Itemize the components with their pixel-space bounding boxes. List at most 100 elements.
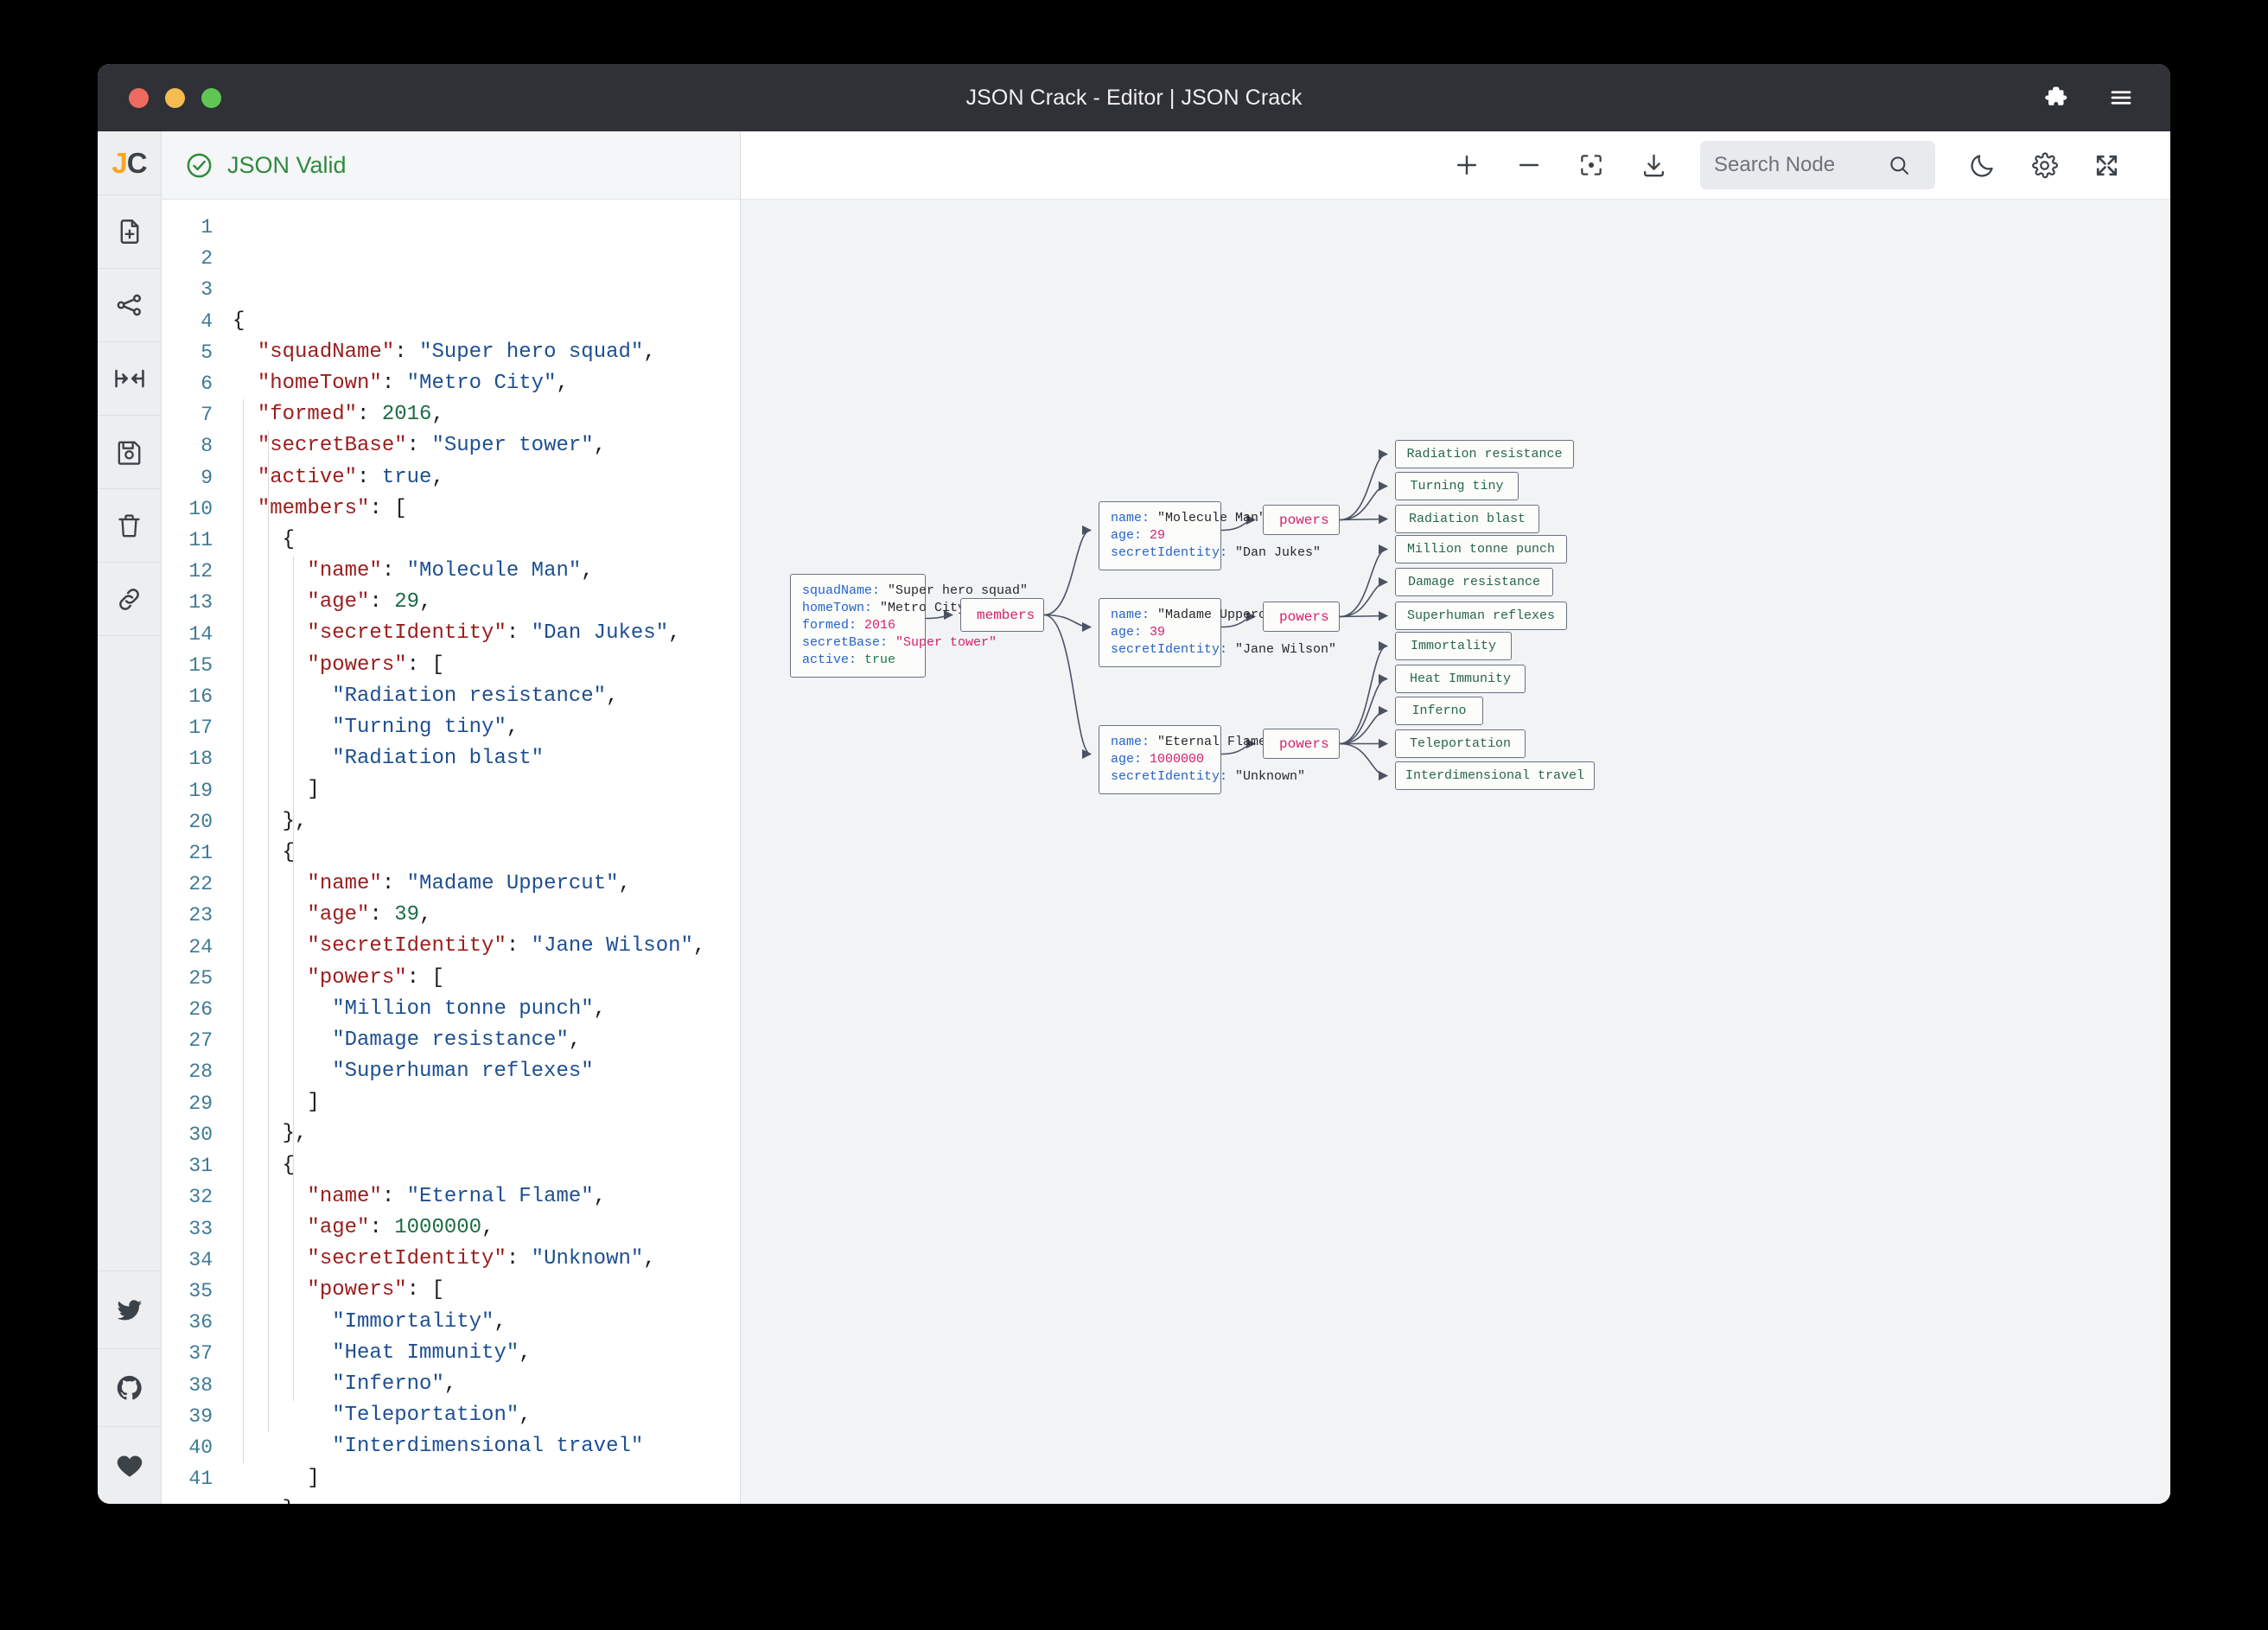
collapse-arrows-icon[interactable] bbox=[98, 342, 162, 416]
link-icon[interactable] bbox=[98, 563, 162, 636]
code-line[interactable]: "Radiation blast" bbox=[233, 743, 740, 774]
trash-icon[interactable] bbox=[98, 489, 162, 563]
graph-leaf-node[interactable]: Immortality bbox=[1395, 632, 1512, 660]
zoom-in-icon[interactable] bbox=[1436, 139, 1498, 191]
save-icon[interactable] bbox=[98, 416, 162, 489]
fullscreen-icon[interactable] bbox=[2075, 139, 2137, 191]
code-token: "Teleportation" bbox=[332, 1404, 519, 1428]
code-line[interactable]: "Interdimensional travel" bbox=[233, 1431, 740, 1462]
maximize-button[interactable] bbox=[201, 87, 221, 108]
code-line[interactable]: "homeTown": "Metro City", bbox=[233, 368, 740, 399]
code-token: "Jane Wilson" bbox=[531, 934, 693, 958]
hamburger-menu-icon[interactable] bbox=[2108, 85, 2134, 111]
code-line[interactable]: "age": 1000000, bbox=[233, 1213, 740, 1244]
graph-node-row: squadName: "Super hero squad" bbox=[802, 583, 1028, 600]
graph-leaf-node[interactable]: Radiation resistance bbox=[1395, 440, 1574, 468]
code-token: , bbox=[692, 934, 706, 958]
twitter-icon[interactable] bbox=[98, 1270, 162, 1348]
graph-members-node[interactable]: members bbox=[960, 598, 1044, 632]
graph-node-value: 2016 bbox=[864, 618, 896, 633]
graph-canvas[interactable]: squadName: "Super hero squad"homeTown: "… bbox=[741, 200, 2170, 1504]
code-line[interactable]: "powers": [ bbox=[233, 650, 740, 681]
code-token bbox=[233, 1060, 332, 1083]
close-button[interactable] bbox=[129, 87, 149, 108]
search-input[interactable] bbox=[1714, 153, 1887, 177]
code-line[interactable]: { bbox=[233, 306, 740, 337]
code-line[interactable]: "squadName": "Super hero squad", bbox=[233, 337, 740, 368]
search-icon[interactable] bbox=[1887, 153, 1911, 177]
code-line[interactable]: "Teleportation", bbox=[233, 1400, 740, 1431]
graph-leaf-node[interactable]: Radiation blast bbox=[1395, 505, 1539, 533]
graph-leaf-node[interactable]: Damage resistance bbox=[1395, 568, 1553, 596]
code-line[interactable]: "Superhuman reflexes" bbox=[233, 1056, 740, 1087]
code-line[interactable]: }, bbox=[233, 806, 740, 837]
code-line[interactable]: "Turning tiny", bbox=[233, 712, 740, 743]
graph-leaf-node[interactable]: Superhuman reflexes bbox=[1395, 602, 1567, 630]
code-line[interactable]: "age": 29, bbox=[233, 587, 740, 618]
graph-leaf-node[interactable]: Turning tiny bbox=[1395, 472, 1519, 500]
code-line[interactable]: "members": [ bbox=[233, 493, 740, 525]
zoom-out-icon[interactable] bbox=[1498, 139, 1560, 191]
new-file-icon[interactable] bbox=[98, 195, 162, 269]
code-line[interactable]: "powers": [ bbox=[233, 1275, 740, 1306]
code-line[interactable]: "active": true, bbox=[233, 462, 740, 493]
graph-node-value: 1000000 bbox=[1150, 752, 1205, 767]
minimize-button[interactable] bbox=[165, 87, 185, 108]
code-line[interactable]: "name": "Molecule Man", bbox=[233, 556, 740, 587]
graph-powers-node[interactable]: powers bbox=[1263, 602, 1340, 632]
graph-powers-node[interactable]: powers bbox=[1263, 729, 1340, 759]
download-icon[interactable] bbox=[1622, 139, 1685, 191]
code-line[interactable]: }, bbox=[233, 1118, 740, 1149]
graph-leaf-node[interactable]: Inferno bbox=[1395, 697, 1483, 725]
code-line[interactable]: "Inferno", bbox=[233, 1369, 740, 1400]
graph-edge bbox=[1339, 705, 1389, 745]
code-line[interactable]: { bbox=[233, 837, 740, 869]
share-graph-icon[interactable] bbox=[98, 269, 162, 342]
graph-node-key: name: bbox=[1111, 608, 1158, 622]
code-token: , bbox=[568, 1028, 582, 1052]
graph-leaf-node[interactable]: Teleportation bbox=[1395, 729, 1526, 758]
code-line[interactable]: "secretIdentity": "Unknown", bbox=[233, 1244, 740, 1275]
graph-powers-node[interactable]: powers bbox=[1263, 505, 1340, 535]
search-node-box[interactable] bbox=[1700, 141, 1935, 189]
code-line[interactable]: "name": "Madame Uppercut", bbox=[233, 869, 740, 900]
code-line[interactable]: "name": "Eternal Flame", bbox=[233, 1181, 740, 1213]
graph-leaf-node[interactable]: Million tonne punch bbox=[1395, 535, 1567, 563]
github-icon[interactable] bbox=[98, 1348, 162, 1426]
puzzle-icon[interactable] bbox=[2044, 85, 2070, 111]
code-line[interactable]: "powers": [ bbox=[233, 963, 740, 994]
code-content[interactable]: { "squadName": "Super hero squad", "home… bbox=[224, 200, 740, 1504]
code-line[interactable]: ] bbox=[233, 1087, 740, 1118]
code-line[interactable]: "formed": 2016, bbox=[233, 399, 740, 430]
line-number: 37 bbox=[188, 1342, 213, 1366]
code-line[interactable]: "secretBase": "Super tower", bbox=[233, 430, 740, 462]
code-line[interactable]: "secretIdentity": "Jane Wilson", bbox=[233, 931, 740, 962]
code-line[interactable]: ] bbox=[233, 774, 740, 805]
code-line[interactable]: "Immortality", bbox=[233, 1307, 740, 1338]
code-line[interactable]: { bbox=[233, 1150, 740, 1181]
code-line[interactable]: } bbox=[233, 1494, 740, 1504]
moon-icon[interactable] bbox=[1951, 139, 2013, 191]
code-line[interactable]: "secretIdentity": "Dan Jukes", bbox=[233, 618, 740, 649]
heart-icon[interactable] bbox=[98, 1426, 162, 1504]
code-line[interactable]: ] bbox=[233, 1463, 740, 1494]
logo-letter-j: J bbox=[111, 146, 127, 179]
code-line[interactable]: "Million tonne punch", bbox=[233, 994, 740, 1025]
code-line[interactable]: "Radiation resistance", bbox=[233, 681, 740, 712]
code-line[interactable]: "age": 39, bbox=[233, 900, 740, 931]
code-line[interactable]: { bbox=[233, 525, 740, 556]
graph-leaf-node[interactable]: Heat Immunity bbox=[1395, 665, 1526, 693]
graph-leaf-node[interactable]: Interdimensional travel bbox=[1395, 761, 1595, 790]
code-token bbox=[233, 1341, 332, 1365]
code-line[interactable]: "Damage resistance", bbox=[233, 1025, 740, 1056]
graph-root-node[interactable]: squadName: "Super hero squad"homeTown: "… bbox=[790, 574, 1028, 678]
center-view-icon[interactable] bbox=[1560, 139, 1622, 191]
code-line[interactable]: "Heat Immunity", bbox=[233, 1338, 740, 1369]
gear-icon[interactable] bbox=[2013, 139, 2075, 191]
code-token: "name" bbox=[307, 559, 382, 583]
